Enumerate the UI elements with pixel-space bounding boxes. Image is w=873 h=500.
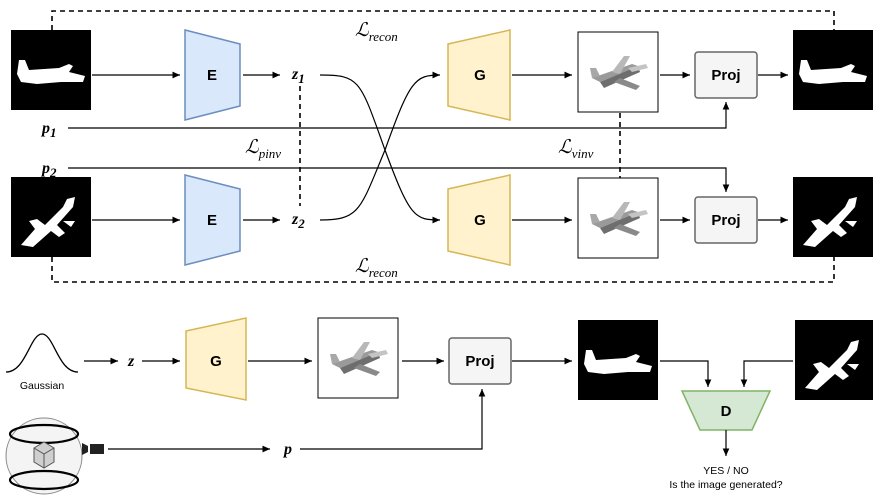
gaussian-curve-icon bbox=[5, 333, 79, 373]
gaussian-label: Gaussian bbox=[20, 380, 65, 392]
encoder-2 bbox=[184, 174, 241, 266]
recon-loop-top bbox=[51, 10, 835, 30]
projector-2-label: Proj bbox=[711, 212, 740, 229]
voxel-output-3 bbox=[317, 317, 399, 399]
answer-label: YES / NO bbox=[703, 465, 749, 477]
p1-label: p1 bbox=[40, 120, 57, 140]
generator-3 bbox=[185, 317, 247, 401]
z2-label: z2 bbox=[291, 211, 305, 231]
discriminator bbox=[680, 390, 772, 431]
z1-label: z1 bbox=[291, 66, 305, 86]
z1-to-g2-edge bbox=[319, 74, 441, 224]
projector-3-label: Proj bbox=[465, 353, 494, 370]
generator-2 bbox=[447, 174, 511, 266]
voxel-output-1 bbox=[577, 31, 659, 113]
generated-silhouette bbox=[578, 320, 658, 400]
z-label: z bbox=[127, 353, 135, 370]
z2-to-g1-edge bbox=[319, 71, 441, 221]
p1-edge bbox=[68, 102, 730, 129]
generator-3-label: G bbox=[210, 353, 222, 370]
loss-recon-bottom: ℒrecon bbox=[355, 256, 398, 280]
p2-label: p2 bbox=[40, 160, 57, 180]
output-silhouette-1 bbox=[793, 30, 873, 110]
loss-vinv: ℒvinv bbox=[558, 137, 594, 161]
recon-loop-bottom bbox=[51, 257, 835, 283]
loss-recon-top: ℒrecon bbox=[355, 20, 398, 44]
projector-1-label: Proj bbox=[711, 67, 740, 84]
voxel-output-2 bbox=[577, 177, 659, 259]
input-silhouette-2 bbox=[11, 177, 91, 257]
p2-edge bbox=[68, 167, 730, 192]
generator-1 bbox=[447, 29, 511, 121]
p-label: p bbox=[282, 441, 292, 458]
question-label: Is the image generated? bbox=[669, 479, 782, 491]
encoder-1 bbox=[184, 29, 241, 121]
input-silhouette-1 bbox=[11, 30, 91, 110]
projector-3 bbox=[448, 337, 512, 385]
projector-1 bbox=[694, 51, 758, 99]
generator-2-label: G bbox=[474, 212, 486, 229]
projector-2 bbox=[694, 196, 758, 244]
encoder-2-label: E bbox=[207, 212, 217, 229]
loss-pinv: ℒpinv bbox=[245, 137, 281, 161]
discriminator-label: D bbox=[721, 403, 732, 420]
real-silhouette bbox=[795, 320, 873, 400]
fake-to-d-edge bbox=[660, 360, 712, 387]
output-silhouette-2 bbox=[793, 177, 873, 257]
generator-1-label: G bbox=[474, 67, 486, 84]
camera-viewpoint-icon bbox=[5, 417, 104, 495]
real-to-d-edge bbox=[740, 360, 793, 387]
p-to-proj-edge bbox=[300, 389, 486, 450]
encoder-1-label: E bbox=[207, 67, 217, 84]
